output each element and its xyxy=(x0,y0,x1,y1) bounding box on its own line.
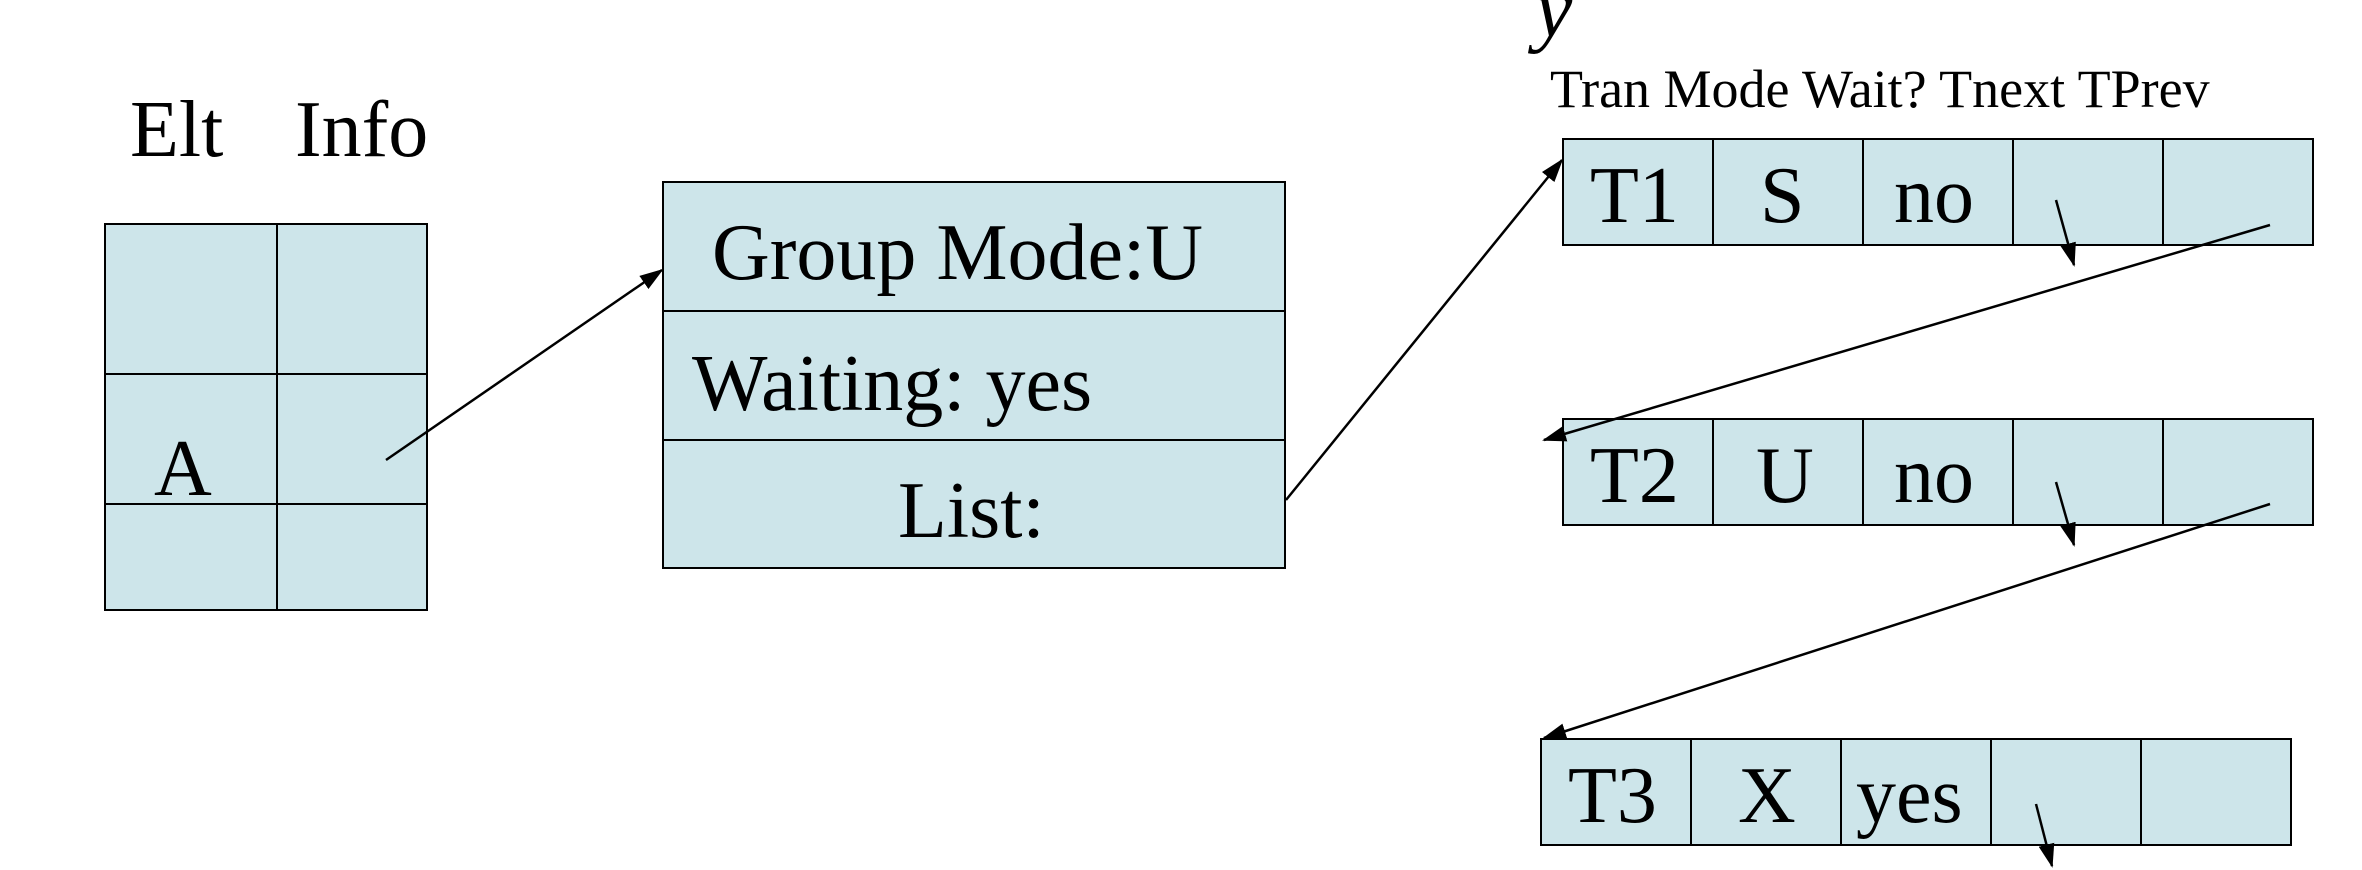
hash-table-row-2-elt-text: A xyxy=(154,425,212,513)
t2-tran-cell: T2 xyxy=(1562,418,1714,526)
hash-table-header-info: Info xyxy=(295,86,429,174)
t3-tprev-cell xyxy=(2140,738,2292,846)
t2-tran: T2 xyxy=(1590,432,1679,520)
t2-to-t3-arrow xyxy=(1542,502,2271,740)
t2-wait-cell: no xyxy=(1862,418,2014,526)
hash-table-header-elt: Elt xyxy=(130,86,224,174)
list-to-t1-arrow xyxy=(1285,158,1564,501)
t1-mode: S xyxy=(1760,152,1805,240)
hash-table-row-2-elt: A xyxy=(104,373,278,509)
transaction-list-header: Tran Mode Wait? Tnext TPrev xyxy=(1550,59,2210,119)
t1-wait: no xyxy=(1894,152,1974,240)
hash-table-row-1-info xyxy=(276,223,428,375)
t1-tran-cell: T1 xyxy=(1562,138,1714,246)
t2-mode: U xyxy=(1756,432,1814,520)
t3-tran: T3 xyxy=(1568,752,1657,840)
t3-tnext-cell xyxy=(1990,738,2142,846)
t3-mode: X xyxy=(1738,752,1796,840)
hash-table-row-3-info xyxy=(276,503,428,611)
t2-mode-cell: U xyxy=(1712,418,1864,526)
group-mode-label: Group Mode:U xyxy=(712,209,1204,297)
t3-wait: yes xyxy=(1856,752,1963,840)
t3-tran-cell: T3 xyxy=(1540,738,1692,846)
t3-wait-cell: yes xyxy=(1840,738,1992,846)
t2-wait: no xyxy=(1894,432,1974,520)
list-label: List: xyxy=(898,467,1045,555)
hash-table-row-2-info xyxy=(276,373,428,505)
t1-tnext-cell xyxy=(2012,138,2164,246)
waiting-row: Waiting: yes xyxy=(662,310,1286,441)
t1-mode-cell: S xyxy=(1712,138,1864,246)
t1-tprev-cell xyxy=(2162,138,2314,246)
t1-wait-cell: no xyxy=(1862,138,2014,246)
t2-tprev-cell xyxy=(2162,418,2314,526)
t1-tran: T1 xyxy=(1590,152,1679,240)
cropped-title-fragment: y xyxy=(1535,0,1573,55)
list-row: List: xyxy=(662,439,1286,569)
group-mode-row: Group Mode:U xyxy=(662,181,1286,312)
hash-table-row-1-elt xyxy=(104,223,278,375)
t1-to-t2-arrow xyxy=(1542,223,2271,442)
t2-tnext-cell xyxy=(2012,418,2164,526)
hash-table-row-3-elt xyxy=(104,503,278,611)
waiting-label: Waiting: yes xyxy=(692,340,1093,428)
t3-mode-cell: X xyxy=(1690,738,1842,846)
